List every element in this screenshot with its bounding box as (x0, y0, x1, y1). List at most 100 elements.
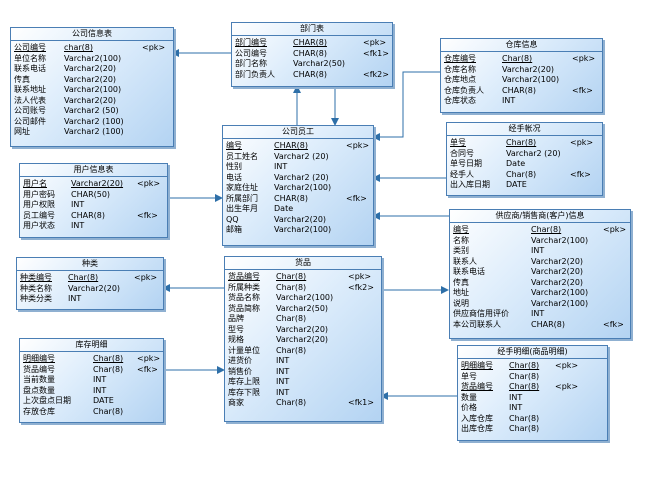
column-type: Char(8) (276, 345, 307, 355)
column-key (142, 54, 170, 65)
column-name: 出入库日期 (450, 180, 490, 189)
column-key (572, 75, 599, 86)
column-name: 编号 (453, 225, 469, 234)
column-key (134, 294, 160, 305)
column-name: 单号日期 (450, 159, 482, 168)
entity-title: 货品 (225, 257, 381, 270)
column-key (572, 65, 599, 76)
column-key: <fk> (346, 193, 367, 203)
column-type: Varchar2 (20) (274, 172, 329, 182)
entity-title: 部门表 (232, 23, 392, 36)
column-type: Varchar2(100) (276, 293, 334, 302)
column-type: INT (68, 294, 82, 303)
column-key: <fk2> (363, 69, 389, 79)
column-key (555, 424, 604, 435)
column-type: DATE (93, 396, 114, 405)
column-name: 联系人 (453, 256, 477, 266)
column-type: INT (276, 366, 290, 376)
column-name: 部门编号 (235, 38, 267, 47)
column-key (346, 183, 370, 194)
column-key (603, 309, 627, 320)
column-type: INT (509, 392, 523, 402)
column-type: Char(8) (276, 282, 307, 292)
column-key (142, 85, 170, 96)
column-name: 明细编号 (461, 361, 493, 370)
column-name: 种类分类 (20, 294, 52, 303)
column-type: CHAR(8) (274, 141, 308, 150)
column-key (555, 414, 604, 425)
column-name: 明细编号 (23, 354, 55, 363)
column-type: Char(8) (506, 138, 537, 147)
column-name: 联系电话 (14, 64, 46, 73)
column-type: Char(8) (509, 413, 540, 423)
column-type: INT (531, 246, 545, 255)
column-name: 公司邮件 (14, 116, 46, 126)
column-name: 货品名称 (228, 293, 260, 302)
column-type: CHAR(8) (293, 38, 327, 47)
column-key: <pk> (346, 141, 370, 150)
column-type: Varchar2(20) (531, 277, 584, 287)
column-key: <pk> (363, 38, 387, 47)
column-name: 仓库状态 (444, 96, 476, 105)
column-type: Varchar2(50) (293, 59, 346, 68)
column-key (346, 225, 370, 236)
column-name: QQ (226, 214, 239, 224)
column-name: 名称 (453, 235, 469, 245)
column-key: <pk> (555, 361, 579, 370)
column-row: 上次盘点日期 DATE (23, 396, 160, 407)
column-name: 网址 (14, 127, 30, 136)
column-type: Char(8) (506, 169, 537, 179)
column-name: 价格 (461, 403, 477, 412)
column-key (348, 367, 378, 378)
column-name: 上次盘点日期 (23, 396, 71, 405)
column-key: <fk2> (348, 282, 374, 292)
column-key (348, 388, 378, 399)
column-type: INT (531, 309, 545, 318)
column-type: char(8) (64, 43, 93, 52)
column-key: <pk> (134, 273, 158, 282)
column-name: 用户名 (23, 179, 47, 188)
column-type: Varchar2 (20) (506, 148, 561, 158)
column-key (603, 236, 627, 247)
column-key (134, 284, 160, 295)
column-key (603, 278, 627, 289)
column-key (570, 159, 599, 170)
column-type: Date (274, 204, 294, 213)
column-row: 种类分类 INT (20, 294, 160, 305)
